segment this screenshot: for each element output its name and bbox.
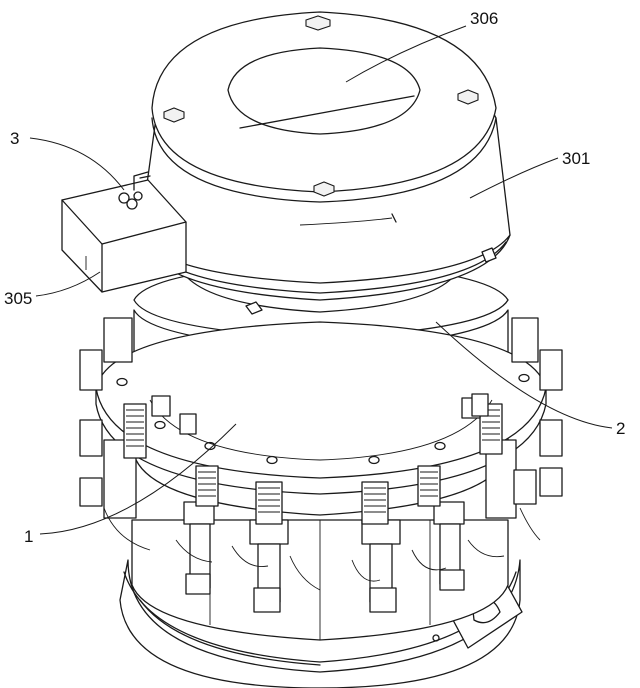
- label-1: 1: [24, 527, 33, 546]
- leader-lines: [29, 25, 613, 535]
- top-plate-bolts: [163, 15, 479, 197]
- label-3: 3: [10, 129, 19, 148]
- top-plate: [151, 11, 497, 203]
- reference-numerals: 306 3 301 305 2 1: [4, 9, 625, 546]
- cylinder-front-3: [361, 481, 401, 613]
- flange-lugs: [151, 393, 489, 435]
- cylinder-front-2: [249, 481, 289, 613]
- hydraulic-cylinders: [79, 317, 563, 613]
- cylinder-front-1: [183, 465, 219, 595]
- cylinder-left-1: [79, 349, 103, 507]
- control-box: [61, 171, 187, 293]
- valve-fitting: [118, 171, 151, 210]
- label-306: 306: [470, 9, 498, 28]
- cylinder-left-2: [103, 317, 147, 519]
- cylinder-front-4: [417, 465, 465, 591]
- label-301: 301: [562, 149, 590, 168]
- lower-shell: [131, 519, 509, 641]
- label-2: 2: [616, 419, 625, 438]
- label-305: 305: [4, 289, 32, 308]
- cylinder-right-2: [513, 349, 563, 505]
- hydraulic-hoses: [103, 507, 541, 591]
- cylinder-right-1: [479, 317, 539, 519]
